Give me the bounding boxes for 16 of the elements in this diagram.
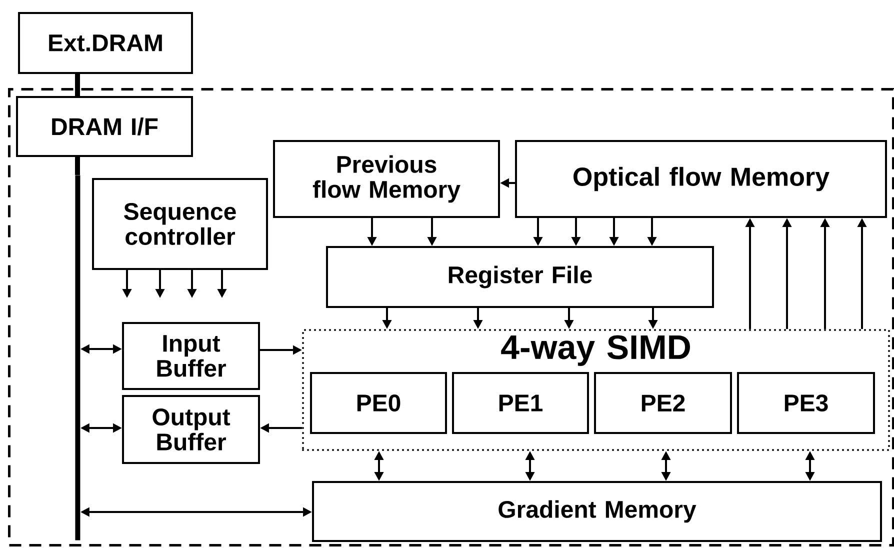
block-box: PE0 bbox=[310, 372, 447, 434]
block-box: Output Buffer bbox=[122, 395, 260, 464]
connector-line bbox=[75, 157, 80, 175]
block-box: PE2 bbox=[594, 372, 732, 434]
block-box: Input Buffer bbox=[122, 322, 260, 390]
chip-boundary bbox=[8, 88, 894, 546]
block-box: PE3 bbox=[737, 372, 875, 434]
block-box: DRAM I/F bbox=[16, 96, 193, 157]
block-box: Gradient Memory bbox=[312, 481, 882, 542]
block-box: Previous flow Memory bbox=[273, 140, 500, 218]
block-box: Register File bbox=[326, 246, 714, 308]
block-box: Ext.DRAM bbox=[18, 12, 193, 74]
block-box: PE1 bbox=[452, 372, 589, 434]
connector-line bbox=[75, 74, 80, 96]
block-box: Sequence controller bbox=[92, 178, 268, 270]
block-box: Optical flow Memory bbox=[515, 140, 887, 218]
